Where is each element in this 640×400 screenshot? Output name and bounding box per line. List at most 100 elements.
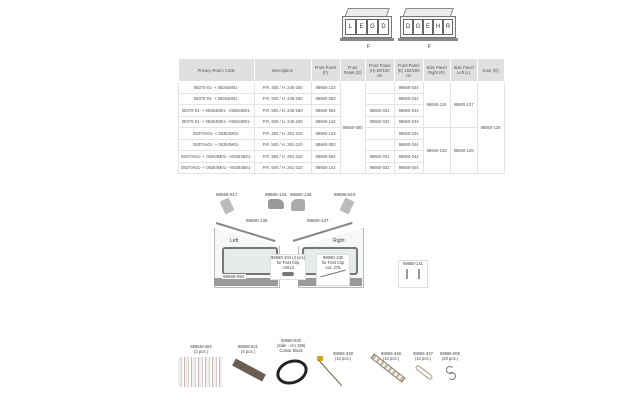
corner-part-icon (268, 199, 284, 209)
width-label: F (367, 44, 371, 50)
table-row: 08370A01- + 08364M01- +08364B01- P.R. 55… (178, 150, 505, 163)
cell-desc: P.R. 500 / H. 245-260 (253, 92, 312, 105)
wall-left-label: Left (230, 238, 239, 244)
panel-label: E (356, 19, 367, 35)
corner-part-icon (291, 199, 305, 211)
cell-code: 08370-01- + 08364M01- (178, 92, 255, 105)
part-label: 98655-617 (216, 192, 238, 197)
bracket-part-icon (406, 269, 420, 279)
part-caption: 98655-006 (20 pcs.) (439, 351, 461, 361)
cell-side-right: 98660-126 (422, 81, 451, 128)
cell-front-f: 98660-133 (310, 81, 341, 94)
cell-front-e: 98660-044 (393, 115, 424, 128)
header-side-left: Side Panel Left (L) (449, 58, 478, 82)
clip-part-icon (219, 197, 235, 215)
table-row: 08370-01- + 08364M01- +08364B01- P.R. 60… (178, 115, 505, 128)
part-caption: 98655-346 (10 pcs.) (380, 351, 402, 361)
table-row: 08370-01- + 08364M01- P.R. 450 / H. 245-… (178, 81, 505, 174)
part-code: 98660-040 (280, 338, 302, 343)
cell-code: 08370A01- + 08364M01- +08364B01- (178, 161, 255, 174)
cell-front-h (364, 92, 395, 105)
cell-desc: P.R. 600 / H. 245-260 (253, 115, 312, 128)
cell-front-e: 98660-034 (393, 127, 424, 140)
cell-front-h: 98660-032 (364, 115, 395, 128)
part-qty: (4 pcs.) (241, 349, 255, 354)
part-code: 98655-347 (412, 351, 434, 356)
callout-98660-138: 98660-138 for Fast Clip ext. 275 (316, 254, 350, 286)
floor-left (214, 278, 278, 286)
header-description: Description (253, 58, 312, 82)
part-code: 98655-346 (380, 351, 402, 356)
tent-illustration-left: L E G D F (340, 8, 394, 50)
part-caption: 98655A464 (2 pcs.) (186, 344, 216, 354)
cell-front-h (364, 127, 395, 140)
part-extra: Colour black (279, 348, 303, 353)
cell-front-f: 98660-053 (310, 138, 341, 151)
panel-label: R (443, 19, 453, 35)
cell-desc: P.R. 550 / H. 245-260 (253, 104, 312, 117)
part-label: 98655-892 (222, 274, 246, 279)
cell-front-f: 98660-054 (310, 104, 341, 117)
part-caption: 98655-349 (10 pcs.) (332, 351, 354, 361)
cell-front-g: 98660-080 (339, 81, 366, 174)
part-label: 98660-134 (265, 192, 287, 197)
header-door: Door (D) (476, 58, 505, 82)
cell-front-e: 98660-044 (393, 104, 424, 117)
panel-label: G (367, 19, 378, 35)
part-label: 98655-619 (334, 192, 356, 197)
cell-side-left: 98660-127 (449, 81, 478, 128)
part-caption: 98655-621 (4 pcs.) (233, 344, 263, 354)
cell-front-e: 98660-044 (393, 138, 424, 151)
panel-label: E (423, 19, 433, 35)
header-side-right: Side Panel Right (R) (422, 58, 451, 82)
tent-peg-icon (317, 356, 323, 361)
fabric-strip-icon (178, 357, 222, 387)
cell-code: 08370A01- + 08364M01- +08364B01- (178, 150, 255, 163)
tent-peg-shaft-icon (318, 360, 343, 387)
header-front-g: Front Panel (G) (339, 58, 366, 82)
cell-front-h: 98660-031 (364, 104, 395, 117)
cell-front-h: 98660-031 (364, 150, 395, 163)
header-privacy-room-code: Privacy Room Code (178, 58, 255, 82)
callout-line: for Fast Clip (321, 260, 345, 265)
cell-desc: P.R. 450 / H. 281-310 (253, 127, 312, 140)
cell-desc: P.R. 550 / H. 281-310 (253, 150, 312, 163)
part-code: 98655-621 (237, 344, 259, 349)
part-code: 98655A464 (190, 344, 212, 349)
cell-front-f: 98660-142 (310, 161, 341, 174)
cell-code: 08370-01- + 08364M01- (178, 81, 255, 94)
panel-label: H (433, 19, 443, 35)
table-row: 08370A01- + 08364M01- P.R. 500 / H. 281-… (178, 138, 505, 151)
part-label: 98660-135 (290, 192, 312, 197)
part-label: 98660-136 (246, 218, 268, 223)
cell-front-h (364, 138, 395, 151)
cell-front-e: 98660-044 (393, 161, 424, 174)
part-qty: (Side - cm 195) (276, 343, 306, 348)
cell-code: 08370-01- + 08364M01- +08364B01- (178, 104, 255, 117)
callout-line: for Fast Clip >2013 (276, 260, 300, 270)
cell-front-e: 98660-044 (393, 150, 424, 163)
part-qty: (20 pcs.) (441, 356, 459, 361)
part-code: 98655-349 (332, 351, 354, 356)
width-label: F (428, 44, 432, 50)
part-qty: (10 pcs.) (334, 356, 352, 361)
panel-label: D (378, 19, 389, 35)
tent-illustration-right: D G E H R F (398, 8, 458, 50)
header-front-h: Front Panel (H) 50/100 cm (364, 58, 395, 82)
callout-line: 98660-141 (402, 261, 424, 266)
callout-line: 98660-138 (322, 255, 344, 260)
rubber-ring-icon (414, 364, 434, 381)
table-row: 08370A01- + 08364M01- P.R. 450 / H. 281-… (178, 127, 505, 174)
cell-front-f: 98660-142 (310, 115, 341, 128)
cell-front-f: 98660-053 (310, 92, 341, 105)
callout-line: ext. 275 (325, 265, 341, 270)
panel-label: D (403, 19, 413, 35)
callout-line: 98660-104 (2 pcs) (271, 255, 305, 260)
panel-label: L (345, 19, 356, 35)
panel-label: G (413, 19, 423, 35)
cell-side-left: 98660-129 (449, 127, 478, 174)
cell-front-f: 98660-054 (310, 150, 341, 163)
part-qty: (2 pcs.) (194, 349, 208, 354)
part-code: 98655-006 (439, 351, 461, 356)
cell-side-right: 98660-128 (422, 127, 451, 174)
